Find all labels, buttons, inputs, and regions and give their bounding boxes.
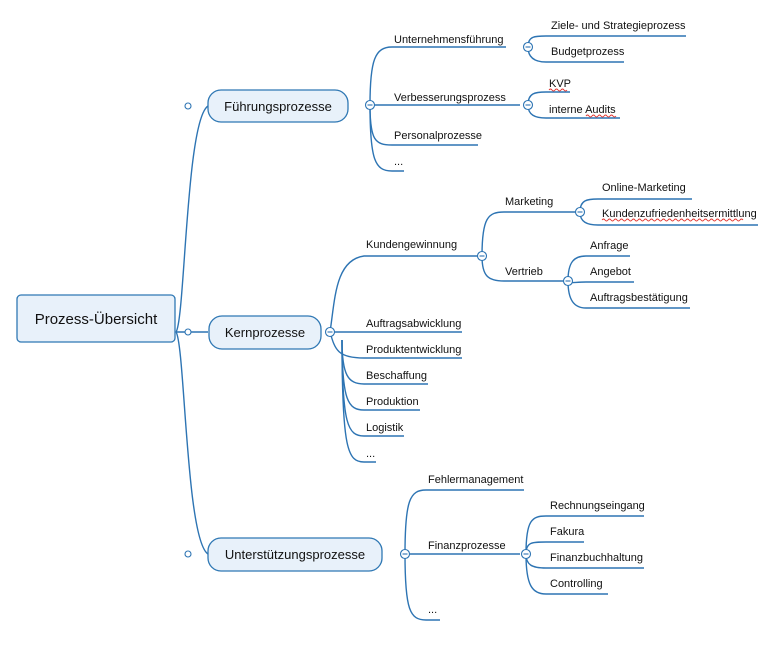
branch-connector: [481, 211, 578, 257]
topic-produktentwicklung[interactable]: Produktentwicklung: [366, 344, 461, 356]
branch-node-fuehrungsprozesse[interactable]: Führungsprozesse: [207, 89, 349, 123]
topic-auftragsabwicklung[interactable]: Auftragsabwicklung: [366, 318, 461, 330]
topic-finanzprozesse[interactable]: Finanzprozesse: [428, 540, 506, 552]
topic-rechnungseingang[interactable]: Rechnungseingang: [550, 500, 645, 512]
branch-connector: [404, 489, 524, 555]
collapse-button[interactable]: [399, 548, 411, 560]
topic-marketing[interactable]: Marketing: [505, 196, 553, 208]
topic-online-marketing[interactable]: Online-Marketing: [602, 182, 686, 194]
branch-label: Kernprozesse: [225, 325, 305, 340]
topic-personalprozesse[interactable]: Personalprozesse: [394, 130, 482, 142]
topic-angebot[interactable]: Angebot: [590, 266, 631, 278]
branch-connector: [481, 255, 568, 282]
branch-handle[interactable]: [184, 328, 192, 336]
branch-connector: [329, 255, 480, 333]
branch-connector: [404, 553, 440, 621]
topic-beschaffung[interactable]: Beschaffung: [366, 370, 427, 382]
collapse-button[interactable]: [476, 250, 488, 262]
topic-kundengewinnung[interactable]: Kundengewinnung: [366, 239, 457, 251]
topic-kvp[interactable]: KVP: [549, 78, 571, 90]
root-connector: [175, 331, 209, 555]
branch-node-unterstuetzungsprozesse[interactable]: Unterstützungsprozesse: [207, 537, 383, 572]
topic-unternehmensfuehrung[interactable]: Unternehmensführung: [394, 34, 503, 46]
branch-connector: [329, 331, 462, 359]
topic-vertrieb[interactable]: Vertrieb: [505, 266, 543, 278]
spellcheck-underline: [585, 114, 617, 118]
spellcheck-underline: [601, 218, 744, 222]
leaf-connector: [567, 280, 690, 309]
spellcheck-underline: [548, 88, 568, 92]
collapse-button[interactable]: [324, 326, 336, 338]
leaf-connector: [525, 515, 644, 555]
topic-ellipsis[interactable]: ...: [394, 156, 403, 168]
collapse-button[interactable]: [562, 275, 574, 287]
branch-node-kernprozesse[interactable]: Kernprozesse: [208, 315, 322, 350]
collapse-button[interactable]: [364, 99, 376, 111]
topic-ellipsis[interactable]: ...: [428, 604, 437, 616]
topic-ellipsis[interactable]: ...: [366, 448, 375, 460]
leaf-connector: [567, 280, 634, 284]
topic-logistik[interactable]: Logistik: [366, 422, 404, 434]
branch-connector: [369, 46, 506, 106]
topic-controlling[interactable]: Controlling: [550, 578, 603, 590]
topic-interne-audits[interactable]: interne Audits: [549, 104, 616, 116]
collapse-button[interactable]: [522, 99, 534, 111]
topic-auftragsbestaetigung[interactable]: Auftragsbestätigung: [590, 292, 688, 304]
leaf-connector: [567, 255, 630, 282]
topic-finanzbuchhaltung[interactable]: Finanzbuchhaltung: [550, 552, 643, 564]
spellcheck-marks: [548, 88, 744, 222]
branch-label: Führungsprozesse: [224, 99, 332, 114]
branch-handle[interactable]: [184, 102, 192, 110]
topic-fakura[interactable]: Fakura: [550, 526, 585, 538]
branch-handle[interactable]: [184, 550, 192, 558]
topic-kundenzufriedenheitsermittlung[interactable]: Kundenzufriedenheitsermittlung: [602, 208, 757, 220]
branch-label: Unterstützungsprozesse: [225, 547, 365, 562]
connectors: [175, 35, 758, 621]
topic-ziele-strategieprozess[interactable]: Ziele- und Strategieprozess: [551, 20, 686, 32]
topic-produktion[interactable]: Produktion: [366, 396, 419, 408]
branch-connector: [341, 339, 376, 463]
topic-verbesserungsprozess[interactable]: Verbesserungsprozess: [394, 92, 506, 104]
root-connector: [175, 105, 209, 333]
collapse-button[interactable]: [522, 41, 534, 53]
topic-anfrage[interactable]: Anfrage: [590, 240, 629, 252]
branch-connector: [369, 104, 404, 172]
collapse-button[interactable]: [574, 206, 586, 218]
topic-fehlermanagement[interactable]: Fehlermanagement: [428, 474, 523, 486]
topic-budgetprozess[interactable]: Budgetprozess: [551, 46, 625, 58]
root-node[interactable]: Prozess-Übersicht: [16, 294, 176, 343]
collapse-button[interactable]: [520, 548, 532, 560]
root-label: Prozess-Übersicht: [35, 310, 158, 328]
leaf-connector: [525, 553, 608, 595]
